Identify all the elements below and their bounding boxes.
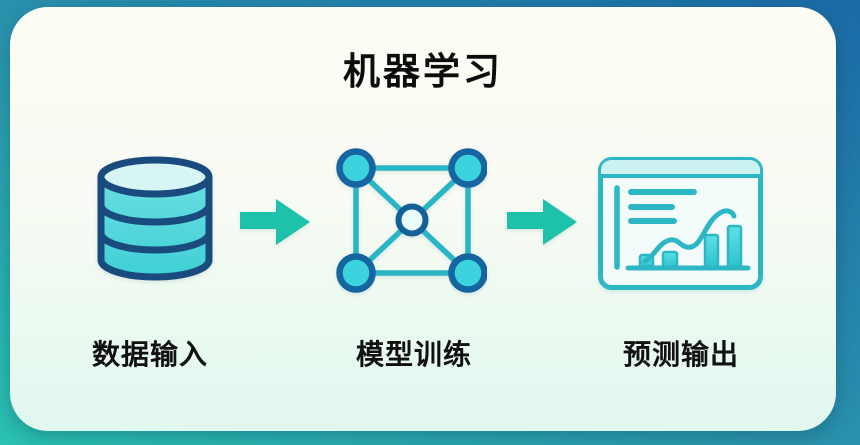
prediction-chart-icon <box>598 157 763 290</box>
arrow-right-icon <box>240 199 310 245</box>
stage-label-data-input: 数据输入 <box>91 339 208 370</box>
stage-label-prediction-output: 预测输出 <box>622 339 739 370</box>
stage-label-model-training: 模型训练 <box>355 339 472 370</box>
database-icon <box>97 156 213 281</box>
neural-network-icon <box>336 148 487 293</box>
diagram-title: 机器学习 <box>343 51 503 92</box>
arrow-right-icon <box>507 199 577 245</box>
machine-learning-diagram-card: 机器学习 <box>10 7 836 431</box>
